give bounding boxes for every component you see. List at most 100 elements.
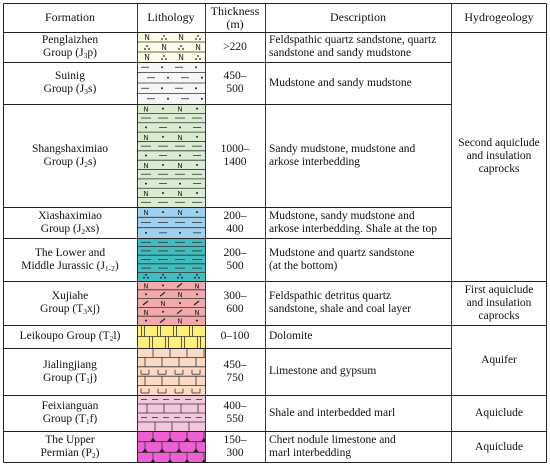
formation-name-line: The Lower and	[21, 247, 119, 260]
pattern-glyph: N	[144, 53, 150, 62]
thickness-value-line: 0–100	[220, 330, 250, 342]
formation-subscript: 1	[86, 375, 90, 385]
pattern-glyph: N	[143, 134, 148, 142]
pattern-dot	[195, 66, 197, 69]
pattern-dot	[196, 191, 198, 194]
description-text-line: Limestone and gypsum	[269, 365, 377, 377]
pattern-chert	[167, 437, 173, 442]
pattern-dot	[161, 38, 163, 40]
pattern-dot	[179, 182, 181, 185]
formation-name-line: Group (J2xs)	[38, 223, 102, 236]
lithology-cell	[137, 431, 207, 463]
pattern-glyph: N	[177, 162, 182, 170]
pattern-dot	[145, 293, 147, 296]
pattern-dot	[196, 319, 198, 322]
hydrogeology-cell: Aquiclude	[451, 395, 547, 431]
thickness-value-line: 400	[226, 222, 244, 235]
formation-name-line: Xiashaximiao	[38, 210, 102, 223]
pattern-dot	[160, 276, 162, 279]
formation-text: Group (T	[42, 413, 86, 425]
pattern-dot	[145, 319, 147, 322]
thickness-value-line: 550	[226, 413, 244, 425]
pattern-chert	[176, 448, 182, 453]
formation-text: Group (J	[43, 83, 85, 95]
pattern-stroke	[193, 300, 200, 306]
description-text-line: (at the bottom)	[269, 259, 338, 272]
pattern-dot	[196, 293, 198, 296]
pattern-glyph: N	[143, 309, 148, 317]
pattern-stroke	[159, 291, 166, 297]
pattern-dot	[162, 211, 164, 214]
lithology-pattern-chert-limestone	[137, 431, 207, 463]
pattern-dot	[195, 58, 197, 60]
thickness-value-line: 500	[226, 83, 244, 95]
formation-name-line: Group (J3p)	[42, 47, 98, 60]
thickness-cell: 0–100	[205, 325, 265, 348]
formation-text: xj)	[87, 303, 100, 315]
pattern-glyph: N	[144, 33, 150, 42]
formation-text: s)	[88, 155, 97, 168]
description-text-line: Mudstone and sandy mudstone	[269, 76, 412, 89]
pattern-dot	[194, 276, 196, 279]
pattern-glyph: N	[177, 318, 182, 325]
thickness-value-line: 600	[226, 303, 244, 315]
thickness-value-line: 450–	[223, 70, 247, 82]
formation-name-line: Group (T1j)	[43, 372, 97, 385]
formation-name-line: Group (T3xj)	[40, 303, 100, 316]
pattern-dot	[165, 38, 167, 40]
formation-subscript: 1-2	[104, 263, 115, 273]
pattern-dot	[162, 273, 164, 276]
thickness-cell: 450–500	[205, 62, 265, 104]
pattern-dot	[148, 48, 150, 50]
pattern-stroke	[176, 282, 183, 288]
pattern-dot	[198, 276, 200, 279]
thickness-cell: 400–550	[205, 395, 265, 431]
thickness-value-line: 200–	[223, 209, 247, 222]
thickness-value-line: 450–	[223, 358, 247, 371]
formation-name-line: Group (J3s)	[44, 83, 97, 96]
lithology-cell	[137, 395, 205, 431]
pattern-dot	[197, 35, 199, 37]
lithology-cell	[137, 325, 205, 348]
pattern-glyph: N	[143, 282, 148, 290]
thickness-value-line: 750	[226, 371, 244, 384]
description-text-line: sandstone and sandy mudstone	[269, 47, 412, 59]
hydrogeology-text-line: Aquiclude	[475, 440, 523, 453]
pattern-dot	[177, 276, 179, 279]
pattern-dot	[178, 48, 180, 50]
pattern-glyph: N	[177, 134, 182, 142]
thickness-value-line: 200–	[223, 246, 247, 259]
formation-subscript: 2	[109, 334, 114, 343]
pattern-glyph: N	[161, 43, 167, 52]
thickness-value-line: 1400	[223, 155, 247, 168]
formation-subscript: 3	[84, 87, 88, 96]
formation-text: Xujiahe	[51, 290, 89, 302]
formation-name-line: Group (J2s)	[32, 156, 108, 169]
lithology-pattern-limestone-gypsum	[137, 348, 205, 395]
formation-name-line: Xujiahe	[40, 290, 100, 303]
pattern-dot	[145, 182, 147, 185]
formation-subscript: 2	[84, 159, 88, 169]
pattern-dot	[161, 87, 163, 90]
pattern-dot	[161, 66, 163, 69]
formation-name-line: Group (T1f)	[42, 413, 99, 426]
formation-name-line: Shangshaximiao	[32, 143, 108, 156]
pattern-glyph: N	[195, 43, 201, 52]
pattern-glyph: N	[178, 53, 184, 62]
header-thickness-line: (m)	[226, 16, 244, 31]
pattern-dot	[180, 45, 182, 47]
pattern-glyph: N	[160, 300, 165, 308]
pattern-glyph: N	[143, 106, 148, 114]
formation-cell: Leikoupo Group (T2l)	[3, 325, 137, 348]
pattern-dot	[167, 97, 169, 100]
pattern-dot	[144, 48, 146, 50]
thickness-cell: >220	[205, 32, 265, 62]
